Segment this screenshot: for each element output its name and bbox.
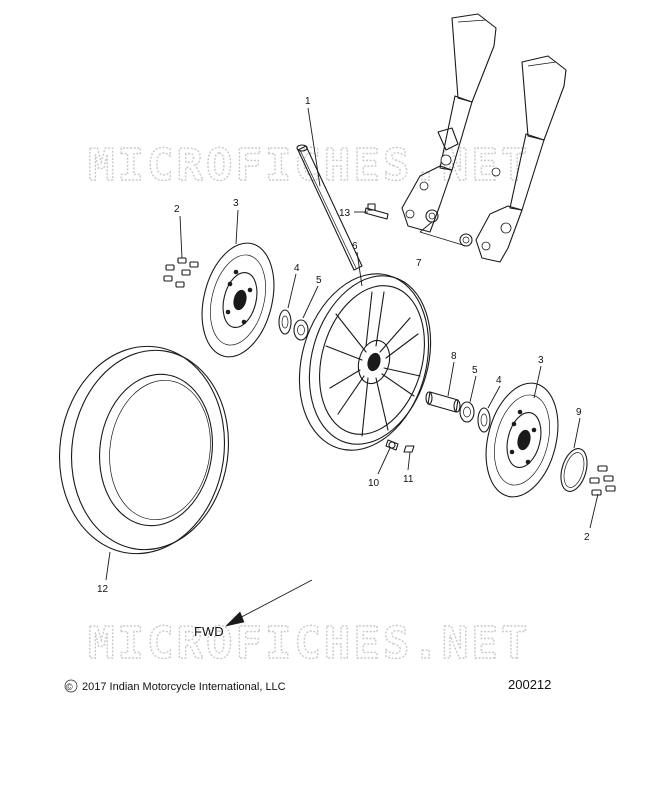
retaining-clip bbox=[403, 445, 415, 453]
pinch-bolt bbox=[364, 203, 389, 220]
callout-1: 1 bbox=[305, 96, 311, 107]
fwd-label: FWD bbox=[194, 624, 224, 639]
rotor-bolts-right bbox=[589, 465, 616, 496]
callout-10: 10 bbox=[368, 478, 380, 489]
callout-5-right: 5 bbox=[472, 365, 478, 376]
copyright-icon bbox=[64, 679, 78, 693]
callout-4-right: 4 bbox=[496, 375, 502, 386]
seal-left bbox=[278, 309, 292, 335]
figure-id: 200212 bbox=[508, 677, 551, 692]
front-wheel bbox=[298, 273, 432, 451]
callout-8: 8 bbox=[451, 351, 457, 362]
rotor-bolts-left bbox=[163, 257, 199, 288]
callout-3-right: 3 bbox=[538, 355, 544, 366]
copyright-notice: 2017 Indian Motorcycle International, LL… bbox=[82, 681, 286, 693]
leader-lines bbox=[105, 107, 599, 581]
watermark-top: MICROFICHES.NET bbox=[88, 140, 530, 191]
brake-rotor-right bbox=[485, 382, 559, 498]
callout-6: 6 bbox=[352, 241, 358, 252]
brake-rotor-left bbox=[201, 242, 275, 358]
valve-stem bbox=[385, 439, 399, 451]
front-tire bbox=[58, 345, 230, 555]
copyright-symbol: © bbox=[66, 682, 73, 692]
callout-3-left: 3 bbox=[233, 198, 239, 209]
bearing-left bbox=[293, 319, 309, 341]
callout-7: 7 bbox=[416, 258, 422, 269]
callout-13: 13 bbox=[339, 208, 351, 219]
callout-2-right: 2 bbox=[584, 532, 590, 543]
front-axle bbox=[296, 144, 363, 271]
callout-12: 12 bbox=[97, 584, 109, 595]
front-fork-assembly bbox=[401, 13, 567, 263]
callout-9: 9 bbox=[576, 407, 582, 418]
tone-ring bbox=[560, 448, 588, 492]
watermark-bottom: MICROFICHES.NET bbox=[88, 618, 530, 669]
callout-labels: 1 2 3 4 5 6 7 8 5 4 3 9 2 10 11 12 13 bbox=[97, 96, 590, 595]
callout-2-left: 2 bbox=[174, 204, 180, 215]
callout-5-left: 5 bbox=[316, 275, 322, 286]
wheel-spacer bbox=[425, 391, 461, 413]
callout-4-left: 4 bbox=[294, 263, 300, 274]
bearing-right bbox=[459, 401, 475, 423]
seal-right bbox=[477, 407, 491, 433]
callout-11: 11 bbox=[403, 474, 414, 485]
footer: © 2017 Indian Motorcycle International, … bbox=[64, 677, 551, 693]
forward-direction-indicator: FWD bbox=[194, 579, 313, 639]
